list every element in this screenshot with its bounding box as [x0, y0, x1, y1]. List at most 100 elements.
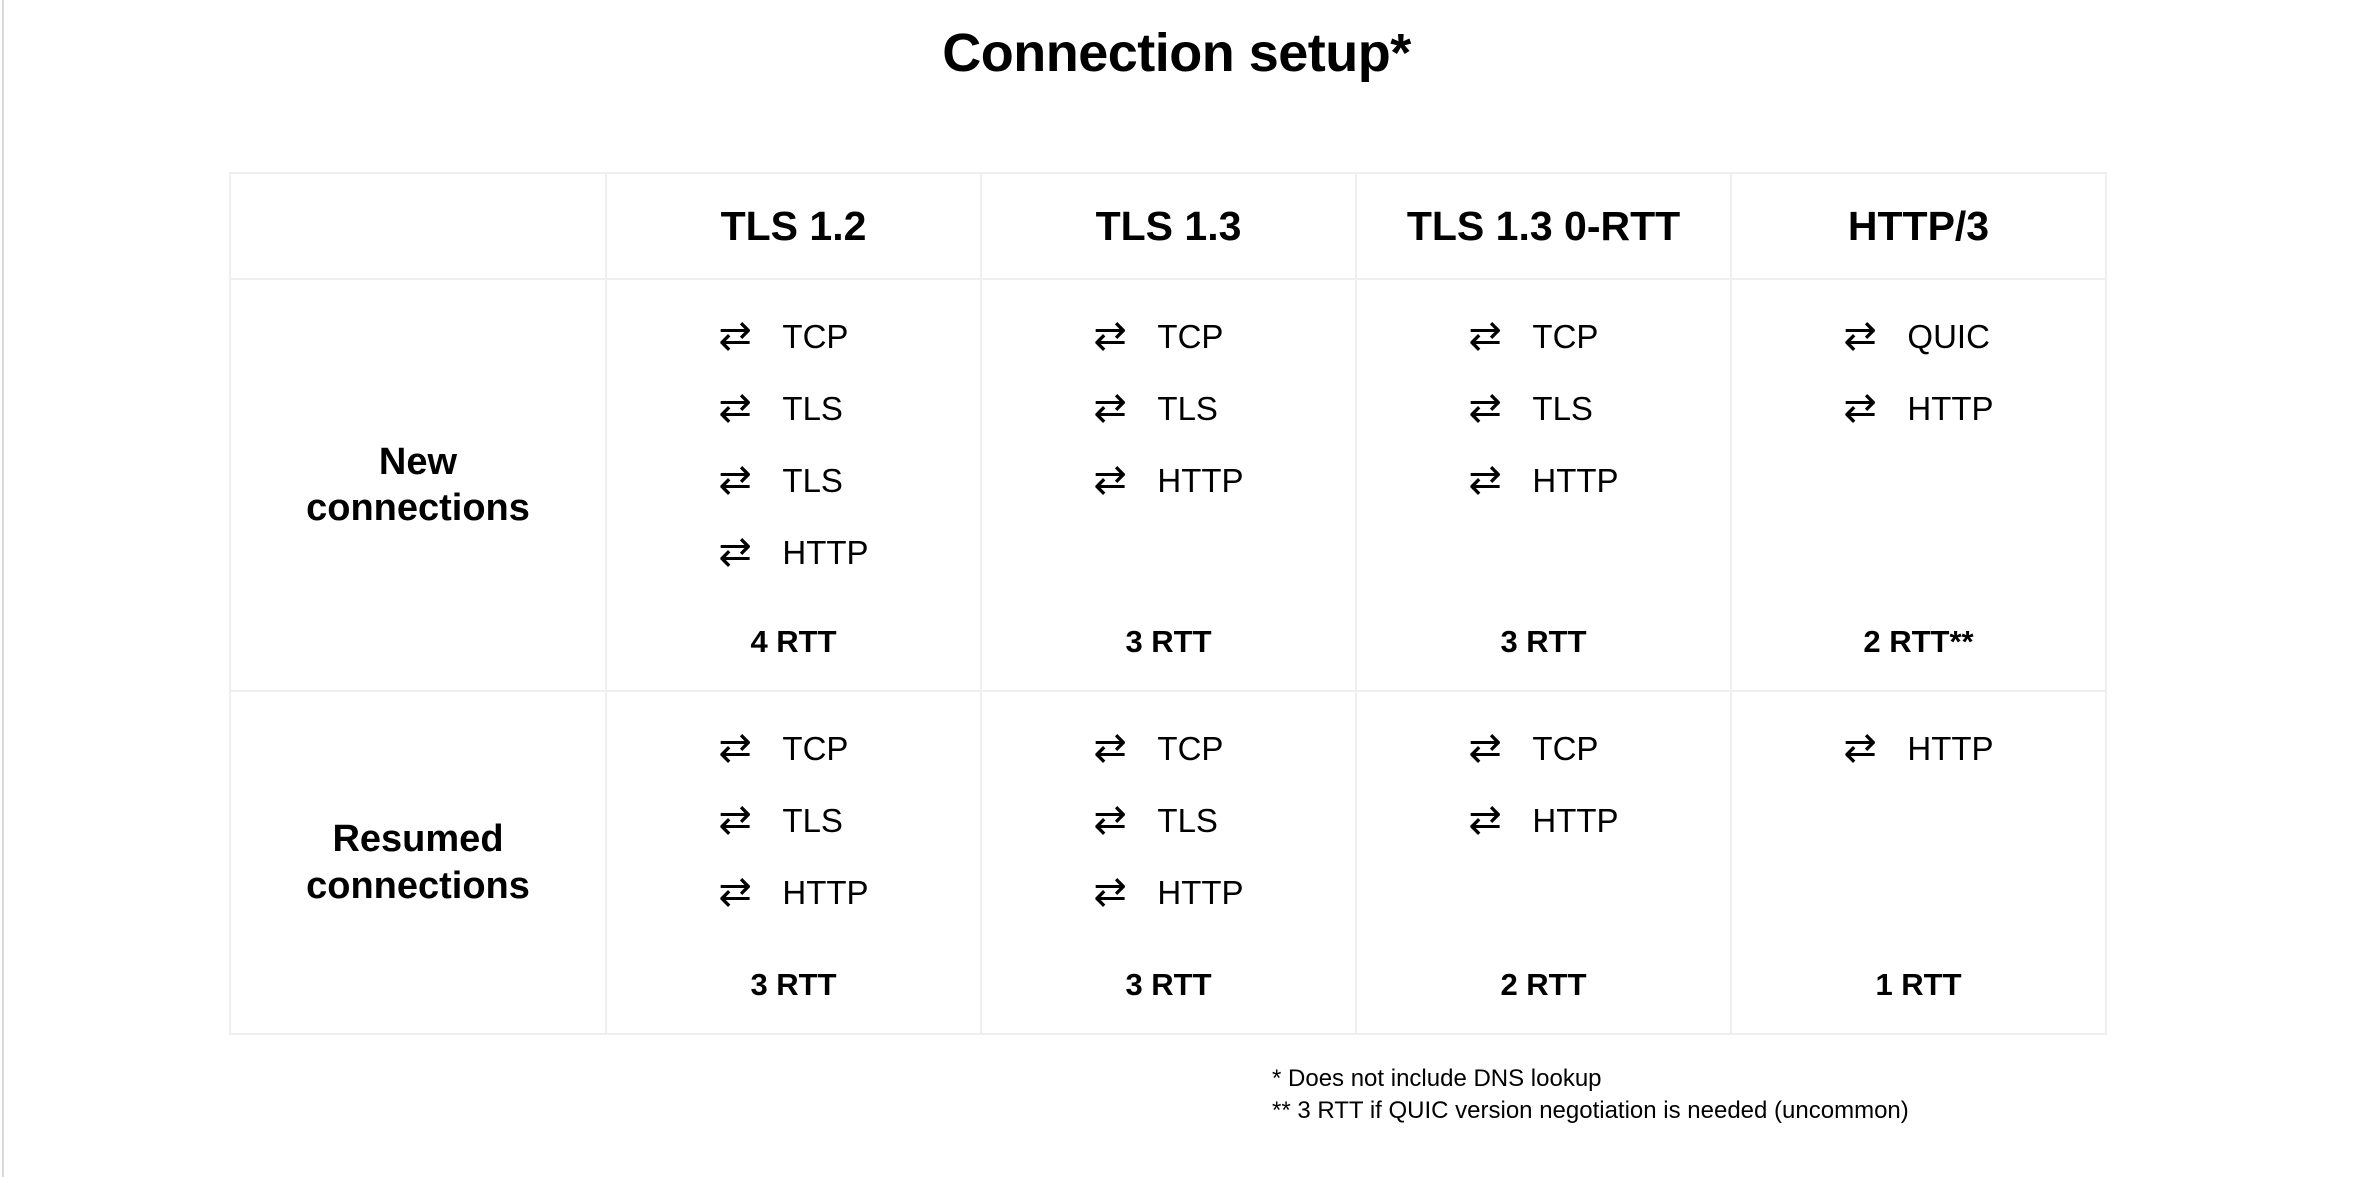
exchange-arrow-icon: ⇄ — [1843, 726, 1877, 770]
step-list: ⇄ TCP ⇄ TLS ⇄ HTTP — [1093, 724, 1243, 916]
cell-resumed-tls13: ⇄ TCP ⇄ TLS ⇄ HTTP 3 RTT — [980, 690, 1357, 1035]
step-item: ⇄ HTTP — [1843, 724, 1993, 772]
exchange-arrow-icon: ⇄ — [1468, 726, 1502, 770]
step-label: TCP — [1157, 729, 1224, 767]
rtt-total: 4 RTT — [750, 624, 837, 659]
step-list: ⇄ TCP ⇄ TLS ⇄ TLS ⇄ HTTP — [718, 312, 868, 576]
step-list: ⇄ QUIC ⇄ HTTP — [1843, 312, 1993, 432]
step-label: HTTP — [782, 533, 869, 571]
column-header-tls13-0rtt: TLS 1.3 0-RTT — [1355, 172, 1732, 280]
step-list: ⇄ TCP ⇄ TLS ⇄ HTTP — [718, 724, 868, 916]
step-label: TLS — [782, 461, 843, 499]
step-label: TCP — [1157, 317, 1224, 355]
cell-new-tls13-0rtt: ⇄ TCP ⇄ TLS ⇄ HTTP 3 RTT — [1355, 278, 1732, 692]
exchange-arrow-icon: ⇄ — [1093, 726, 1127, 770]
exchange-arrow-icon: ⇄ — [1468, 386, 1502, 430]
step-item: ⇄ TCP — [1093, 312, 1223, 360]
step-label: HTTP — [782, 873, 869, 911]
step-label: HTTP — [1907, 729, 1994, 767]
footnote-dns: * Does not include DNS lookup — [1272, 1065, 1602, 1092]
step-label: TCP — [1532, 317, 1599, 355]
footnote-quic-negotiation: ** 3 RTT if QUIC version negotiation is … — [1272, 1097, 1909, 1125]
exchange-arrow-icon: ⇄ — [1093, 386, 1127, 430]
connection-setup-table: TLS 1.2 TLS 1.3 TLS 1.3 0-RTT HTTP/3 New… — [229, 172, 2107, 1035]
step-item: ⇄ HTTP — [718, 528, 868, 576]
step-item: ⇄ HTTP — [718, 868, 868, 916]
step-list: ⇄ TCP ⇄ TLS ⇄ HTTP — [1468, 312, 1618, 504]
table-corner-cell — [229, 172, 607, 280]
step-item: ⇄ HTTP — [1093, 868, 1243, 916]
step-label: TLS — [1157, 389, 1218, 427]
table-row: New connections ⇄ TCP ⇄ TLS ⇄ — [229, 278, 2107, 692]
step-label: HTTP — [1532, 461, 1619, 499]
step-item: ⇄ TCP — [718, 312, 848, 360]
table-row: Resumed connections ⇄ TCP ⇄ TLS — [229, 690, 2107, 1035]
table-header-row: TLS 1.2 TLS 1.3 TLS 1.3 0-RTT HTTP/3 — [229, 172, 2107, 280]
step-item: ⇄ TLS — [718, 456, 843, 504]
exchange-arrow-icon: ⇄ — [718, 530, 752, 574]
column-header-tls13: TLS 1.3 — [980, 172, 1357, 280]
step-item: ⇄ HTTP — [1468, 456, 1618, 504]
step-label: TLS — [782, 389, 843, 427]
exchange-arrow-icon: ⇄ — [718, 386, 752, 430]
rtt-total: 2 RTT — [1500, 967, 1587, 1002]
step-label: HTTP — [1157, 461, 1244, 499]
cell-new-tls13: ⇄ TCP ⇄ TLS ⇄ HTTP 3 RTT — [980, 278, 1357, 692]
step-item: ⇄ TLS — [1093, 384, 1218, 432]
exchange-arrow-icon: ⇄ — [1093, 870, 1127, 914]
exchange-arrow-icon: ⇄ — [718, 798, 752, 842]
exchange-arrow-icon: ⇄ — [1093, 458, 1127, 502]
exchange-arrow-icon: ⇄ — [1468, 314, 1502, 358]
step-label: TLS — [1157, 801, 1218, 839]
footnotes: * Does not include DNS lookup ** 3 RTT i… — [1272, 1063, 1909, 1127]
rtt-total: 3 RTT — [750, 967, 837, 1002]
step-item: ⇄ HTTP — [1468, 796, 1618, 844]
step-label: QUIC — [1907, 317, 1990, 355]
step-item: ⇄ QUIC — [1843, 312, 1990, 360]
cell-new-http3: ⇄ QUIC ⇄ HTTP 2 RTT** — [1730, 278, 2107, 692]
exchange-arrow-icon: ⇄ — [718, 458, 752, 502]
step-list: ⇄ HTTP — [1843, 724, 1993, 772]
step-list: ⇄ TCP ⇄ TLS ⇄ HTTP — [1093, 312, 1243, 504]
step-item: ⇄ TCP — [1468, 724, 1598, 772]
step-label: TLS — [782, 801, 843, 839]
exchange-arrow-icon: ⇄ — [1843, 386, 1877, 430]
step-label: HTTP — [1907, 389, 1994, 427]
exchange-arrow-icon: ⇄ — [1468, 458, 1502, 502]
exchange-arrow-icon: ⇄ — [718, 870, 752, 914]
step-item: ⇄ TCP — [718, 724, 848, 772]
step-item: ⇄ TLS — [718, 796, 843, 844]
rtt-total: 1 RTT — [1875, 967, 1962, 1002]
step-label: HTTP — [1532, 801, 1619, 839]
row-label-text: Resumed connections — [306, 818, 530, 907]
rtt-total: 3 RTT — [1125, 624, 1212, 659]
exchange-arrow-icon: ⇄ — [718, 726, 752, 770]
exchange-arrow-icon: ⇄ — [1093, 798, 1127, 842]
row-label-text: New connections — [306, 440, 530, 529]
rtt-total: 3 RTT — [1500, 624, 1587, 659]
cell-resumed-http3: ⇄ HTTP 1 RTT — [1730, 690, 2107, 1035]
exchange-arrow-icon: ⇄ — [1843, 314, 1877, 358]
step-label: HTTP — [1157, 873, 1244, 911]
step-label: TCP — [1532, 729, 1599, 767]
rtt-total: 2 RTT** — [1863, 624, 1974, 659]
row-label-new-connections: New connections — [229, 278, 607, 692]
step-label: TCP — [782, 729, 849, 767]
step-label: TCP — [782, 317, 849, 355]
cell-resumed-tls12: ⇄ TCP ⇄ TLS ⇄ HTTP 3 RTT — [605, 690, 982, 1035]
step-item: ⇄ TCP — [1093, 724, 1223, 772]
cell-resumed-tls13-0rtt: ⇄ TCP ⇄ HTTP 2 RTT — [1355, 690, 1732, 1035]
step-item: ⇄ HTTP — [1093, 456, 1243, 504]
column-header-tls12: TLS 1.2 — [605, 172, 982, 280]
step-item: ⇄ TLS — [1093, 796, 1218, 844]
step-label: TLS — [1532, 389, 1593, 427]
cell-new-tls12: ⇄ TCP ⇄ TLS ⇄ TLS ⇄ HTTP — [605, 278, 982, 692]
exchange-arrow-icon: ⇄ — [1468, 798, 1502, 842]
row-label-resumed-connections: Resumed connections — [229, 690, 607, 1035]
step-item: ⇄ TLS — [1468, 384, 1593, 432]
page-title: Connection setup* — [942, 23, 1411, 83]
exchange-arrow-icon: ⇄ — [1093, 314, 1127, 358]
step-item: ⇄ HTTP — [1843, 384, 1993, 432]
exchange-arrow-icon: ⇄ — [718, 314, 752, 358]
column-header-http3: HTTP/3 — [1730, 172, 2107, 280]
